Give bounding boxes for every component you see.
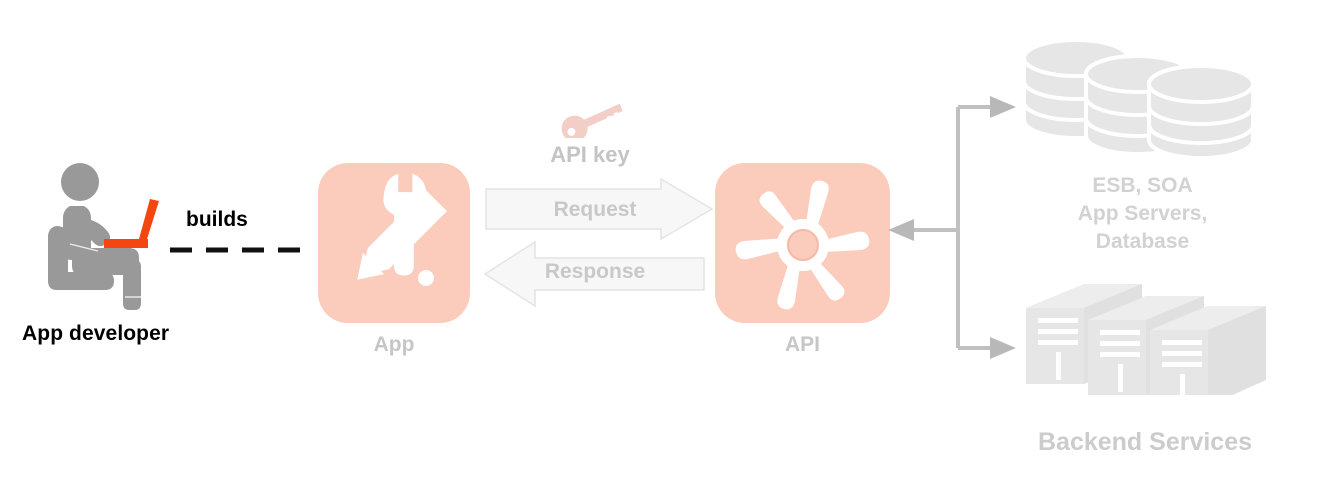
response-label: Response xyxy=(544,260,646,283)
app-node[interactable] xyxy=(318,163,470,323)
builds-label: builds xyxy=(186,208,248,231)
left-arrow-icon xyxy=(483,240,705,308)
dashed-line xyxy=(168,243,308,255)
api-node[interactable] xyxy=(715,163,890,323)
server-racks-icon xyxy=(1022,280,1267,406)
database-stack-icon xyxy=(1016,36,1261,160)
data-tier-label-line-1: ESB, SOA xyxy=(1092,174,1193,197)
api-star-icon xyxy=(735,180,870,310)
data-tier-label-line-3: Database xyxy=(1095,230,1190,253)
backend-services-label: Backend Services xyxy=(1037,428,1253,456)
key-icon xyxy=(556,98,628,142)
data-tier-label: ESB, SOA App Servers, Database xyxy=(1010,172,1275,256)
right-arrow-icon xyxy=(485,177,714,241)
app-developer-label: App developer xyxy=(22,322,170,345)
branch-connector-icon xyxy=(885,90,1020,365)
data-tier-label-line-2: App Servers, xyxy=(1077,202,1208,225)
wrench-pencil-icon xyxy=(357,173,448,286)
api-node-label: API xyxy=(784,333,820,356)
seated-developer-icon xyxy=(40,160,170,310)
request-label: Request xyxy=(553,198,637,221)
api-key-label: API key xyxy=(550,142,630,167)
app-node-label: App xyxy=(373,333,415,356)
